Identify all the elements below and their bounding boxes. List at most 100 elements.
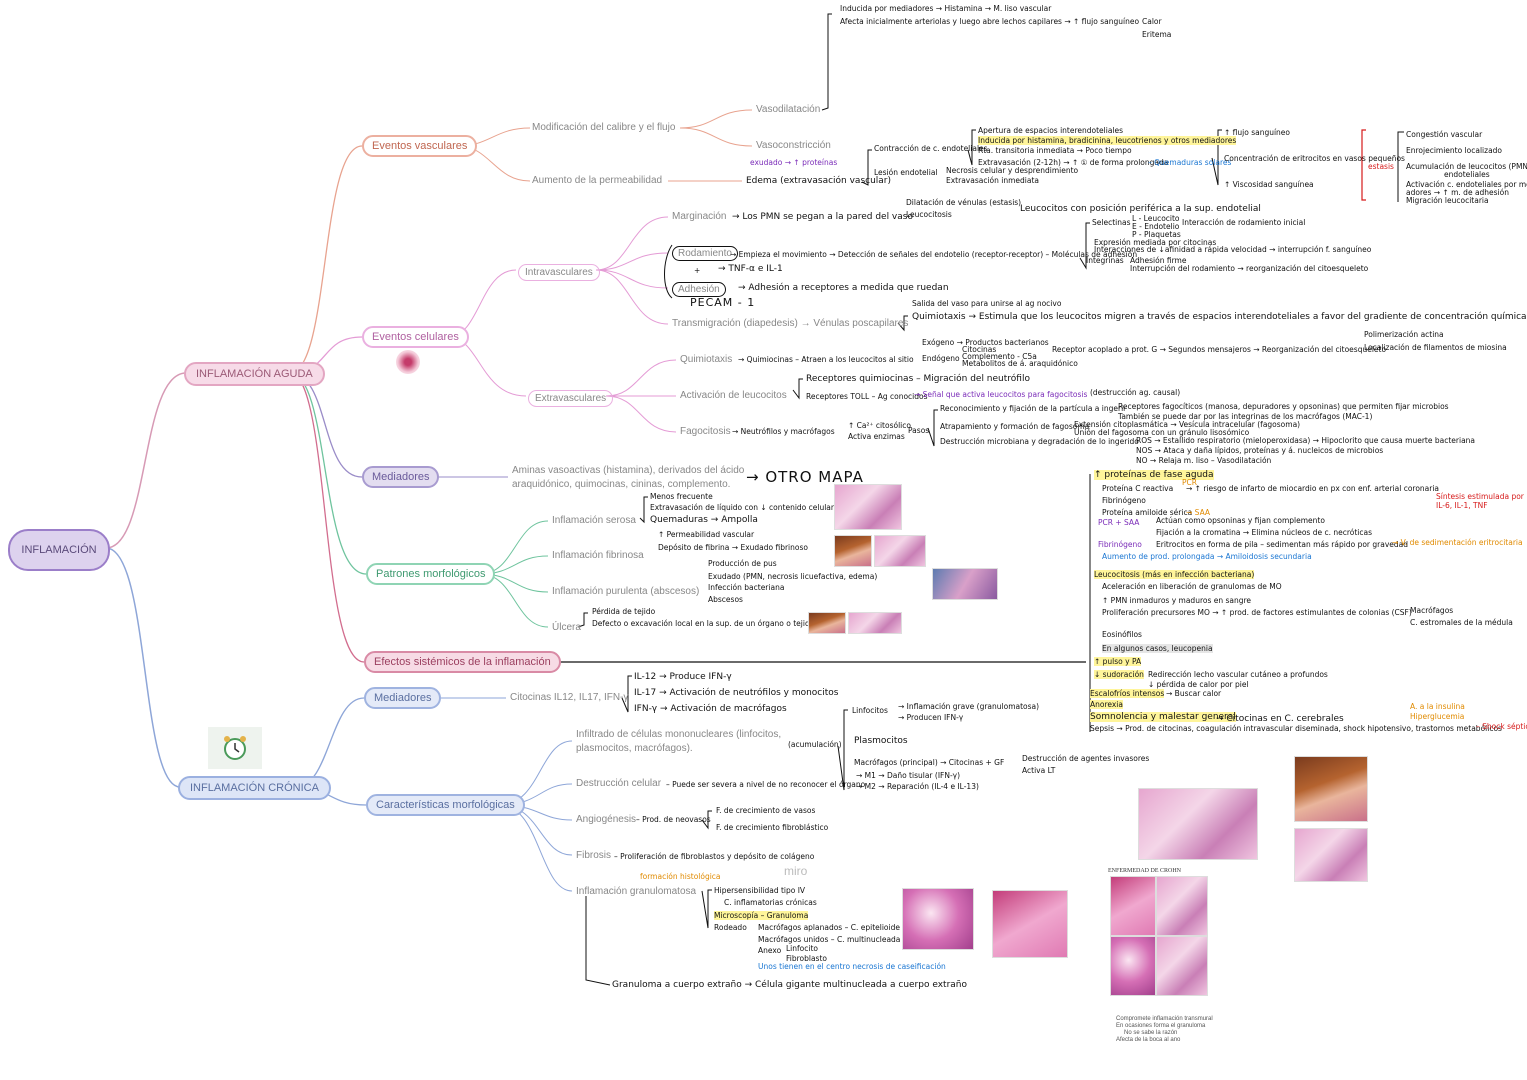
label-inflamacion-serosa: Inflamación serosa — [552, 515, 636, 526]
hw-apertura-1: Apertura de espacios interendoteliales — [978, 126, 1124, 135]
histology-image-crohn-d — [1156, 936, 1208, 996]
hw-exudado: exudado → ↑ proteínas — [750, 158, 838, 167]
hw-gran-2: C. inflamatorias crónicas — [724, 898, 817, 907]
node-mediadores-cronica[interactable]: Mediadores — [364, 687, 442, 709]
hw-fibrinogeno-2: Fibrinógeno — [1098, 540, 1142, 549]
hw-ros: ROS → Estallido respiratorio (mieloperox… — [1136, 436, 1476, 445]
hw-paso-1: Reconocimiento y fijación de la partícul… — [940, 404, 1127, 413]
hw-eritrocitos: Eritrocitos en forma de pila – sedimenta… — [1156, 540, 1408, 549]
hw-paso-1b: También se puede dar por las integrinas … — [1118, 412, 1373, 421]
node-patrones-morfologicos[interactable]: Patrones morfológicos — [366, 563, 496, 585]
hw-m1: → M1 → Daño tisular (IFN-γ) — [856, 771, 961, 780]
histology-image-fibrinosa-1 — [834, 535, 872, 567]
histology-image-ulcera-1 — [808, 612, 846, 634]
node-efectos-sistemicos[interactable]: Efectos sistémicos de la inflamación — [364, 651, 561, 673]
hw-buscar-calor: → Buscar calor — [1166, 689, 1222, 698]
hw-macrofagos-csf: Macrófagos — [1410, 606, 1454, 615]
hw-angiogenesis-text: – Prod. de neovasos — [636, 815, 711, 824]
hw-endogeno: Endógeno — [922, 354, 960, 363]
histology-image-serosa — [834, 484, 902, 530]
alarm-clock-icon — [208, 727, 262, 769]
hw-destruccion-agentes: Destrucción de agentes invasores — [1022, 754, 1150, 763]
hw-apertura-4: Extravasación (2-12h) → ↑ ① de forma pro… — [978, 158, 1169, 167]
hw-linfocitos: Linfocitos — [852, 706, 888, 715]
hw-sel-interaccion: Interacción de rodamiento inicial — [1182, 218, 1306, 227]
label-quimiotaxis: Quimiotaxis — [680, 354, 733, 365]
histology-image-granuloma-2 — [992, 890, 1068, 958]
label-transmigracion: Transmigración (diapedesis) → Vénulas po… — [672, 318, 909, 329]
node-mediadores-aguda[interactable]: Mediadores — [362, 466, 440, 488]
hw-salida: Salida del vaso para unirse al ag nocivo — [912, 299, 1062, 308]
hw-end-2: Complemento - C5a — [962, 352, 1037, 361]
hw-paso-3: Destrucción microbiana y degradación de … — [940, 437, 1139, 446]
hw-leuco-pos: Leucocitos con posición periférica a la … — [1020, 204, 1261, 214]
histology-image-crohn-c — [1110, 936, 1156, 996]
hw-no: NO → Relaja m. liso – Vasodilatación — [1136, 456, 1272, 465]
hw-anorexia: Anorexia — [1090, 700, 1123, 709]
hw-sel-expresion: Expresión mediada por citocinas — [1094, 238, 1217, 247]
crohn-bullet-4: Afecta de la boca al ano — [1116, 1037, 1181, 1043]
hw-estasis-3b: endoteliales — [1444, 170, 1490, 179]
histology-image-crohn-b — [1156, 876, 1208, 936]
crohn-bullet-1: Compromete inflamación transmural — [1116, 1016, 1213, 1022]
label-fagocitosis: Fagocitosis — [680, 426, 731, 437]
hw-activa-lt: Activa LT — [1022, 766, 1056, 775]
hw-sudoracion: ↓ sudoración — [1094, 670, 1144, 679]
hw-resist-insulina: A. a la insulina — [1410, 702, 1465, 711]
hw-quemaduras: – Quemaduras solares — [1148, 158, 1232, 167]
hw-ifn: IFN-γ → Activación de macrófagos — [634, 704, 787, 714]
hw-flujo-2: Concentración de eritrocitos en vasos pe… — [1224, 154, 1405, 163]
hw-escalofrios: Escalofríos intensos — [1090, 689, 1165, 698]
hw-calor: Calor — [1142, 17, 1162, 26]
node-adhesion[interactable]: Adhesión — [672, 282, 726, 297]
hw-fag-enzimas: Activa enzimas — [848, 432, 905, 441]
hw-eosinofilos: Eosinófilos — [1102, 630, 1142, 639]
node-eventos-celulares[interactable]: Eventos celulares — [362, 326, 469, 348]
node-caracteristicas-morfologicas[interactable]: Características morfológicas — [366, 794, 525, 816]
node-rodamiento[interactable]: Rodamiento — [672, 246, 738, 261]
crohn-title: ENFERMEDAD DE CROHN — [1108, 868, 1182, 874]
hw-apertura-2: Inducida por histamina, bradicinina, leu… — [978, 136, 1237, 145]
hw-fibrosis-text: – Proliferación de fibroblastos y depósi… — [614, 852, 815, 861]
hw-gran-3: Microscopía – Granuloma — [714, 911, 809, 920]
label-destruccion-celular: Destrucción celular — [576, 778, 662, 789]
hw-paso-2a: Extensión citoplasmática → Vesícula intr… — [1074, 420, 1301, 429]
root-node-inflamacion[interactable]: INFLAMACIÓN — [8, 529, 110, 571]
histology-image-crohn-a — [1110, 876, 1156, 936]
label-mediadores-text: Aminas vasoactivas (histamina), derivado… — [512, 465, 745, 490]
hw-opsoninas: Actúan como opsoninas y fijan complement… — [1156, 516, 1325, 525]
hw-contraccion: Contracción de c. endoteliales — [874, 144, 988, 153]
hw-fag-ca: ↑ Ca²⁺ citosólico — [848, 421, 911, 430]
hw-hiperglucemia: Hiperglucemia — [1410, 712, 1465, 721]
hw-leuco-2: ↑ PMN inmaduros y maduros en sangre — [1102, 596, 1252, 605]
hw-otro-mapa: → OTRO MAPA — [746, 468, 864, 486]
label-ulcera: Úlcera — [552, 622, 581, 633]
label-citocinas: Citocinas IL12, IL17, IFN-γ — [510, 692, 629, 703]
node-intravasculares[interactable]: Intravasculares — [518, 264, 600, 281]
node-inflamacion-aguda[interactable]: INFLAMACIÓN AGUDA — [184, 362, 325, 386]
node-extravasculares[interactable]: Extravasculares — [528, 390, 614, 407]
hw-pcr-riesgo: → ↑ riesgo de infarto de miocardio en px… — [1186, 484, 1440, 493]
hw-eritema: Eritema — [1142, 30, 1172, 39]
hw-pcr: Proteína C reactiva — [1102, 484, 1174, 493]
node-inflamacion-cronica[interactable]: INFLAMACIÓN CRÓNICA — [178, 776, 331, 800]
hw-cmed-csf: C. estromales de la médula — [1410, 618, 1513, 627]
hw-quimiotaxis-t: Quimiotaxis → Estimula que los leucocito… — [912, 312, 1527, 322]
hw-marginacion: → Los PMN se pegan a la pared del vaso — [732, 212, 913, 222]
histology-image-granuloma-1 — [902, 888, 974, 950]
histology-image-purulenta — [932, 568, 998, 600]
hw-sepsis: Sepsis → Prod. de citocinas, coagulación… — [1090, 724, 1502, 733]
label-modificacion-flujo: Modificación del calibre y el flujo — [532, 122, 676, 133]
node-eventos-vasculares[interactable]: Eventos vasculares — [362, 135, 478, 157]
hw-sud-2: ↓ pérdida de calor por piel — [1148, 680, 1249, 689]
hw-edema: Edema (extravasación vascular) — [746, 176, 892, 186]
label-angiogenesis: Angiogénesis — [576, 814, 637, 825]
hw-rodamiento-text: → Empieza el movimiento → Detección de s… — [730, 250, 1138, 259]
hw-leucopenia: En algunos casos, leucopenia — [1102, 644, 1213, 653]
hw-plasmocitos: Plasmocitos — [854, 736, 908, 746]
hw-il17: IL-17 → Activación de neutrófilos y mono… — [634, 688, 839, 698]
hw-gran-7: Anexo — [758, 946, 782, 955]
hw-end-3: Metabolitos de á. araquidónico — [962, 359, 1078, 368]
hw-fibrinosa-1: ↑ Permeabilidad vascular — [658, 530, 755, 539]
hw-citocinas-cerebrales: → Citocinas en C. cerebrales — [1216, 714, 1344, 724]
